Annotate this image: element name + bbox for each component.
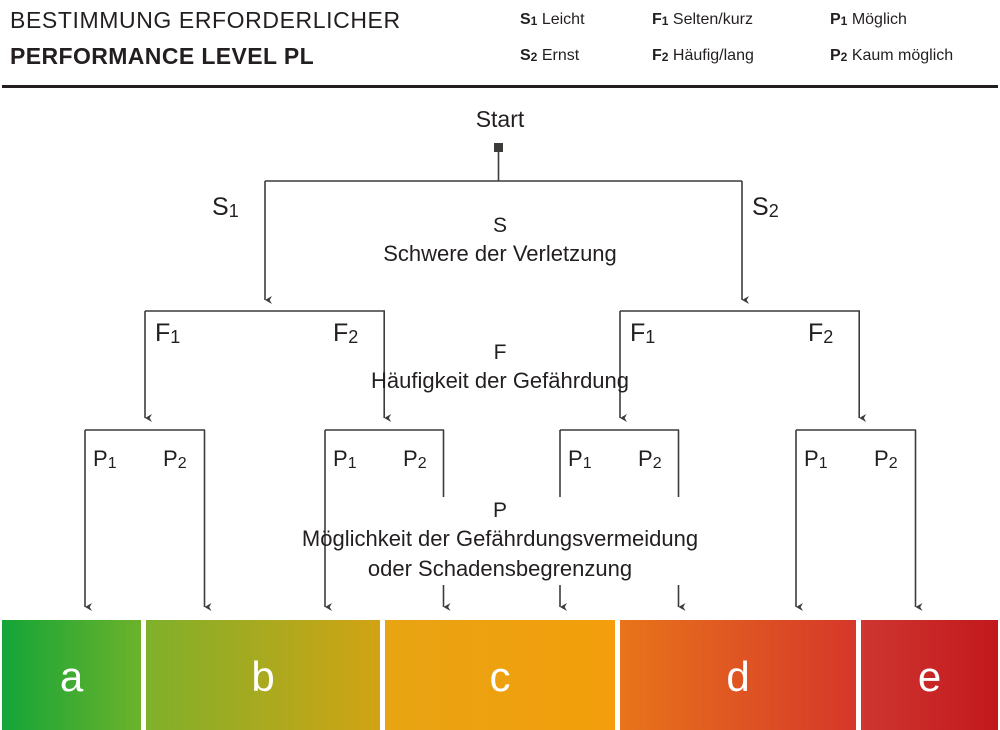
branch-label-f1-left: F1	[155, 319, 181, 347]
legend-value: Leicht	[541, 11, 585, 28]
performance-level-bar: a b c d e	[0, 620, 1000, 730]
branch-label-f1-right: F1	[630, 319, 656, 347]
legend: S1 Leicht S2 Ernst F1 Selten/kurz F2 Häu…	[520, 2, 1000, 78]
branch-label-f2-right: F2	[808, 319, 834, 347]
legend-key: P2	[830, 47, 848, 64]
group-text-p-line-1: Möglichkeit der Gefährdungsvermeidung	[301, 526, 699, 551]
pl-label-b: b	[251, 653, 275, 700]
legend-key: S2	[520, 47, 538, 64]
text-backdrop-masks	[330, 497, 684, 585]
group-letter-s: S	[492, 214, 507, 237]
branch-label-f2-left: F2	[333, 319, 359, 347]
branch-label-p1-4: P1	[804, 446, 828, 472]
branch-label-p1-3: P1	[568, 446, 592, 472]
branch-label-p1-1: P1	[93, 446, 117, 472]
legend-column-possibility: P1 Möglich P2 Kaum möglich	[830, 2, 953, 74]
legend-item: P2 Kaum möglich	[830, 38, 953, 74]
legend-item: F2 Häufig/lang	[652, 38, 754, 74]
pl-segment-a[interactable]: a	[2, 620, 141, 730]
legend-key: F1	[652, 11, 669, 28]
branch-label-s1: S1	[212, 193, 239, 221]
pl-segment-e[interactable]: e	[861, 620, 998, 730]
page-title: BESTIMMUNG ERFORDERLICHER PERFORMANCE LE…	[10, 2, 401, 74]
start-node-square	[494, 143, 503, 152]
group-text-p-line-2: oder Schadensbegrenzung	[367, 556, 633, 581]
legend-value: Häufig/lang	[672, 47, 754, 64]
branch-label-p2-2: P2	[403, 446, 427, 472]
legend-item: P1 Möglich	[830, 2, 953, 38]
pl-segment-d[interactable]: d	[620, 620, 856, 730]
page-title-line-2: PERFORMANCE LEVEL PL	[10, 43, 315, 69]
page-title-line-1: BESTIMMUNG ERFORDERLICHER	[10, 7, 401, 33]
group-letter-p: P	[492, 499, 507, 522]
group-description-s: S Schwere der Verletzung	[0, 213, 1000, 269]
branch-label-p2-4: P2	[874, 446, 898, 472]
legend-value: Ernst	[541, 47, 580, 64]
legend-item: S1 Leicht	[520, 2, 585, 38]
legend-column-frequency: F1 Selten/kurz F2 Häufig/lang	[652, 2, 754, 74]
legend-key: F2	[652, 47, 669, 64]
legend-key: P1	[830, 11, 848, 28]
start-label: Start	[475, 106, 525, 132]
group-text-f: Häufigkeit der Gefährdung	[370, 368, 630, 393]
group-description-f: F Häufigkeit der Gefährdung	[0, 340, 1000, 396]
legend-value: Möglich	[851, 11, 907, 28]
pl-label-d: d	[726, 653, 750, 700]
header: BESTIMMUNG ERFORDERLICHER PERFORMANCE LE…	[0, 0, 1000, 88]
tree-edges	[84, 143, 923, 611]
pl-label-c: c	[489, 653, 511, 700]
branch-label-s2: S2	[752, 193, 779, 221]
legend-value: Kaum möglich	[851, 47, 954, 64]
branch-label-p1-2: P1	[333, 446, 357, 472]
pl-label-e: e	[917, 653, 942, 700]
legend-value: Selten/kurz	[672, 11, 753, 28]
legend-column-severity: S1 Leicht S2 Ernst	[520, 2, 585, 74]
legend-key: S1	[520, 11, 538, 28]
group-description-p: P Möglichkeit der Gefährdungsvermeidung …	[0, 498, 1000, 584]
branch-label-p2-3: P2	[638, 446, 662, 472]
group-text-s: Schwere der Verletzung	[383, 241, 617, 266]
pl-segment-b[interactable]: b	[146, 620, 380, 730]
legend-item: S2 Ernst	[520, 38, 585, 74]
header-divider	[2, 85, 998, 88]
group-letter-f: F	[493, 341, 507, 364]
pl-label-a: a	[59, 653, 84, 700]
branch-label-p2-1: P2	[163, 446, 187, 472]
pl-segment-c[interactable]: c	[385, 620, 615, 730]
legend-item: F1 Selten/kurz	[652, 2, 754, 38]
